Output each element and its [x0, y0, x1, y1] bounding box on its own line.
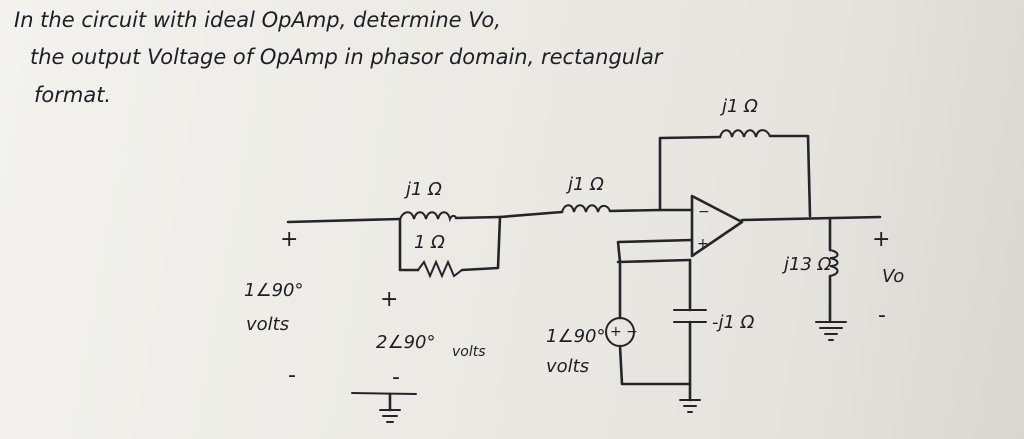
source2-unit: volts — [452, 344, 486, 360]
inductor-top — [399, 211, 457, 223]
source1-unit: volts — [246, 314, 289, 335]
source2-value: 2∠90° — [376, 332, 436, 353]
resistor-mid — [417, 259, 463, 279]
opamp-minus: − — [698, 204, 710, 220]
source3: + − — [605, 317, 638, 347]
problem-line-1: In the circuit with ideal OpAmp, determi… — [14, 8, 501, 32]
inductor-mid-label: j1 Ω — [565, 174, 604, 195]
source1-plus: + — [280, 227, 298, 252]
resistor-mid-label: 1 Ω — [414, 232, 445, 253]
output-plus: + — [872, 227, 890, 252]
inductor-mid — [561, 204, 611, 213]
inductor-feedback-label: j1 Ω — [719, 96, 758, 117]
problem-line-3: format. — [34, 83, 111, 107]
capacitor — [673, 309, 707, 323]
problem-line-2: the output Voltage of OpAmp in phasor do… — [30, 45, 664, 69]
ground-load-icon — [815, 321, 847, 341]
wires — [286, 134, 882, 412]
inductor-load — [829, 249, 839, 277]
source3-unit: volts — [546, 356, 589, 377]
capacitor-label: -j1 Ω — [712, 312, 755, 333]
ground-source2-icon — [379, 409, 401, 423]
source1-value: 1∠90° — [244, 280, 304, 301]
inductor-load-label: j13 Ω — [781, 254, 832, 275]
opamp-plus: + — [697, 236, 709, 252]
opamp: − + — [690, 194, 744, 258]
source2-minus: - — [392, 365, 400, 390]
source3-symbol: + − — [610, 324, 638, 340]
inductor-feedback — [719, 129, 771, 138]
output-vo-label: Vo — [882, 266, 904, 287]
source1-minus: - — [288, 363, 296, 388]
ground-icon — [679, 399, 701, 413]
output-minus: - — [878, 303, 886, 328]
inductor-top-label: j1 Ω — [403, 179, 442, 200]
source2-plus: + — [380, 287, 398, 312]
source3-value: 1∠90° — [546, 326, 606, 347]
